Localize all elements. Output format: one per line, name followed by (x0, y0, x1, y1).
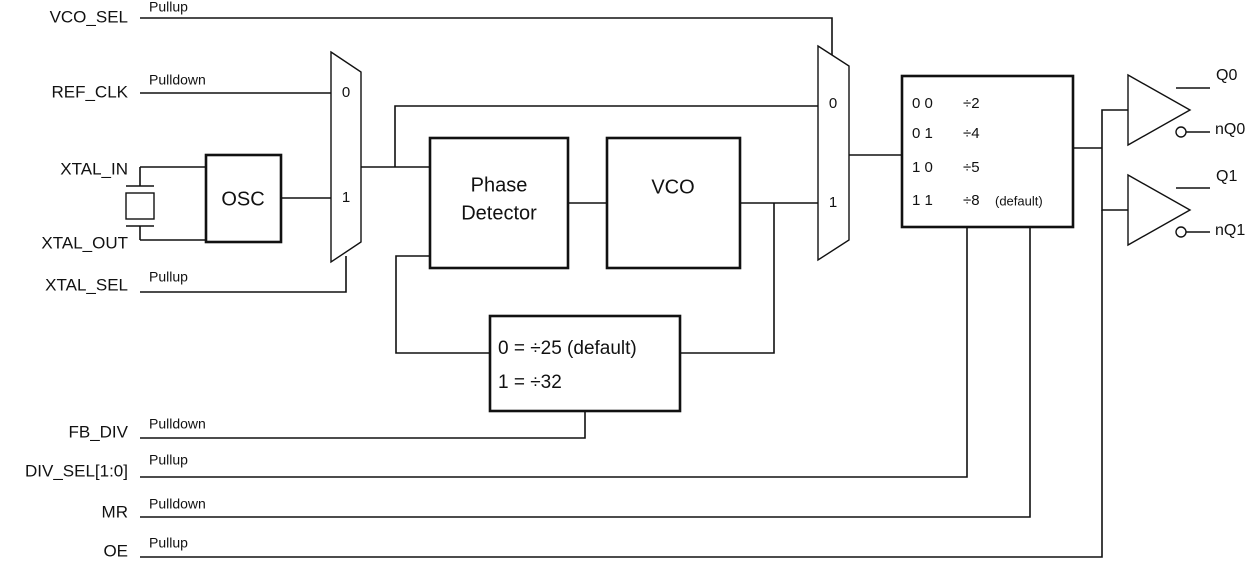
wire-oe (140, 210, 1103, 558)
divider-ratio-3: ÷8 (963, 192, 980, 209)
res-mr: Pulldown (149, 496, 206, 512)
divider-code-0: 0 0 (912, 95, 933, 112)
divider-ratio-0: ÷2 (963, 95, 980, 112)
wire-mr (140, 227, 1031, 518)
divider-ratio-1: ÷4 (963, 125, 980, 142)
osc-label: OSC (221, 188, 264, 210)
vco-block (605, 136, 742, 270)
output-buffer-1 (1127, 173, 1192, 247)
wire-bypass (394, 105, 818, 167)
inversion-bubble-0 (1175, 126, 1187, 138)
phase-detector-label-line2: Detector (461, 202, 537, 224)
feedback-divider-block (488, 314, 682, 413)
output-q0: Q0 (1216, 67, 1237, 84)
input-mux-label-1: 1 (342, 189, 350, 206)
input-mux-label-0: 0 (342, 84, 350, 101)
output-divider-table: 0 0 ÷2 0 1 ÷4 1 0 ÷5 1 1 ÷8 (default) (912, 95, 1043, 209)
wire-fb-pd (395, 255, 490, 354)
output-nq1: nQ1 (1215, 222, 1245, 239)
osc-block (204, 153, 283, 244)
wire-fb-div (140, 411, 586, 439)
pin-mr: MR (102, 502, 128, 521)
pin-fb-div: FB_DIV (68, 422, 128, 441)
inversion-bubble-1 (1175, 226, 1187, 238)
pin-xtal-sel: XTAL_SEL (45, 275, 128, 294)
divider-code-1: 0 1 (912, 125, 933, 142)
pin-div-sel: DIV_SEL[1:0] (25, 461, 128, 480)
vco-mux-label-0: 0 (829, 95, 837, 112)
pin-xtal-out: XTAL_OUT (41, 233, 128, 252)
vco-mux (817, 44, 850, 262)
vco-label: VCO (651, 176, 694, 198)
wire-xtal-sel (140, 256, 347, 293)
res-div-sel: Pullup (149, 452, 188, 468)
wire-div-out (1073, 109, 1128, 211)
input-mux (330, 50, 362, 264)
wire-fb-vco (680, 203, 775, 354)
output-divider-block (900, 74, 1075, 229)
wires (139, 17, 1210, 558)
feedback-divider-line2: 1 = ÷32 (498, 372, 562, 393)
res-vco-sel: Pullup (149, 0, 188, 15)
divider-code-3: 1 1 (912, 192, 933, 209)
wire-xtal-in (139, 166, 206, 186)
res-ref-clk: Pulldown (149, 72, 206, 88)
pin-ref-clk: REF_CLK (51, 82, 128, 101)
divider-default-note: (default) (995, 193, 1043, 208)
wire-vco-sel (140, 17, 833, 56)
pin-oe: OE (103, 541, 128, 560)
crystal-symbol (125, 185, 155, 227)
pin-vco-sel: VCO_SEL (50, 7, 128, 26)
vco-mux-label-1: 1 (829, 194, 837, 211)
res-xtal-sel: Pullup (149, 269, 188, 285)
divider-ratio-2: ÷5 (963, 159, 980, 176)
pin-xtal-in: XTAL_IN (60, 159, 128, 178)
wire-div-sel (140, 227, 968, 478)
phase-detector-label-line1: Phase (471, 174, 528, 196)
wire-xtal-out (139, 226, 206, 241)
output-q1: Q1 (1216, 168, 1237, 185)
phase-detector-block (428, 136, 570, 270)
feedback-divider-line1: 0 = ÷25 (default) (498, 338, 637, 359)
res-oe: Pullup (149, 535, 188, 551)
output-nq0: nQ0 (1215, 121, 1245, 138)
divider-code-2: 1 0 (912, 159, 933, 176)
output-buffer-0 (1127, 73, 1192, 147)
res-fb-div: Pulldown (149, 416, 206, 432)
